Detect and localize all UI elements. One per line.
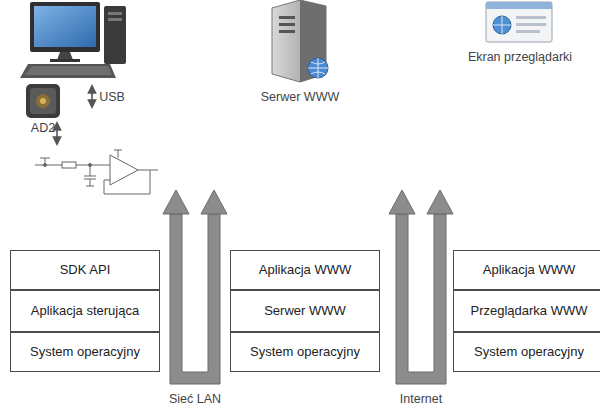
ad2-device	[26, 84, 60, 118]
link-arrow	[56, 123, 58, 144]
layer-box: Aplikacja WWW	[453, 250, 600, 290]
layer-box: SDK API	[10, 250, 160, 290]
layer-label: System operacyjny	[246, 344, 364, 360]
layer-label: System operacyjny	[470, 344, 588, 360]
layer-box: System operacyjny	[230, 332, 380, 372]
layer-label: Aplikacja WWW	[479, 262, 579, 278]
caption-label: Ekran przeglądarki	[468, 50, 572, 65]
internet-arrow	[389, 190, 453, 384]
layer-box: Aplikacja WWW	[230, 250, 380, 290]
layer-label: System operacyjny	[26, 344, 144, 360]
layer-label: Aplikacja WWW	[255, 262, 355, 278]
caption-label: Serwer WWW	[261, 90, 339, 105]
caption-label: AD2	[31, 121, 55, 136]
circuit-schematic	[35, 150, 158, 194]
computer-icon	[20, 2, 126, 78]
layer-label: Serwer WWW	[260, 303, 350, 319]
layer-box: Aplikacja sterująca	[10, 290, 160, 332]
layer-box: Przeglądarka WWW	[453, 290, 600, 332]
layer-label: Aplikacja sterująca	[27, 303, 143, 319]
layer-label: Przeglądarka WWW	[466, 303, 591, 319]
caption-label: USB	[99, 90, 125, 105]
lan-arrow	[163, 190, 227, 384]
layer-label: SDK API	[56, 262, 115, 278]
usb-arrow	[91, 86, 93, 107]
layer-box: System operacyjny	[453, 332, 600, 372]
browser-icon	[486, 2, 552, 42]
layer-box: System operacyjny	[10, 332, 160, 372]
caption-label: Sieć LAN	[169, 392, 221, 407]
caption-label: Internet	[400, 392, 442, 407]
server-icon	[272, 0, 328, 82]
layer-box: Serwer WWW	[230, 290, 380, 332]
